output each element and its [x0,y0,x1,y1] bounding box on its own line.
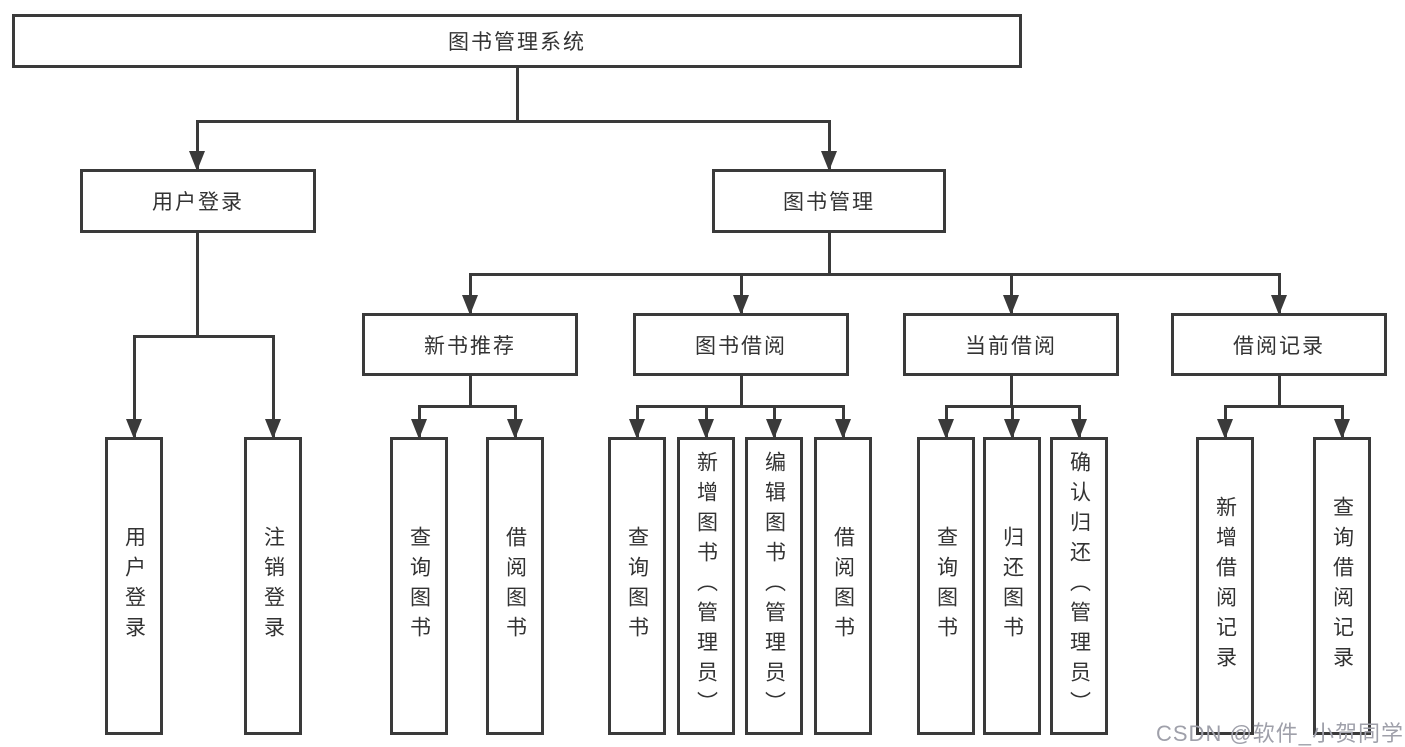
node-book-management: 图书管理 [712,169,946,233]
leaf-logout: 注销登录 [244,437,302,735]
node-current-borrowing-label: 当前借阅 [965,334,1057,358]
arrowhead-down-icon [766,419,782,439]
arrowhead-down-icon [733,295,749,315]
connector-drop-leaf-user-login [133,335,136,437]
connector-g4-branch [1224,405,1344,408]
leaf-query-borrow-record-label: 查询借阅记录 [1330,496,1354,676]
arrowhead-down-icon [821,151,837,171]
node-new-book-recommendation-label: 新书推荐 [424,334,516,358]
node-root: 图书管理系统 [12,14,1022,68]
leaf-query-borrow-record: 查询借阅记录 [1313,437,1371,735]
connector-drop-book-borrowing [740,273,743,313]
connector-root-branch [196,120,831,123]
node-book-borrowing-label: 图书借阅 [695,334,787,358]
connector-g4-stem [1278,376,1281,406]
arrowhead-down-icon [1071,419,1087,439]
arrowhead-down-icon [126,419,142,439]
connector-root-stem [516,68,519,121]
node-current-borrowing: 当前借阅 [903,313,1119,376]
leaf-edit-book-admin: 编辑图书（管理员） [745,437,803,735]
arrowhead-down-icon [1334,419,1350,439]
connector-user-login-stem [196,233,199,336]
connector-g1-stem [469,376,472,406]
connector-drop-new-book-recommendation [469,273,472,313]
connector-drop-borrowing-records [1278,273,1281,313]
leaf-user-login-label: 用户登录 [122,526,146,646]
arrowhead-down-icon [1004,419,1020,439]
node-root-label: 图书管理系统 [448,31,586,54]
arrowhead-down-icon [411,419,427,439]
leaf-return-books: 归还图书 [983,437,1041,735]
connector-g3-stem [1010,376,1013,406]
node-borrowing-records-label: 借阅记录 [1233,334,1325,358]
arrowhead-down-icon [1217,419,1233,439]
arrowhead-down-icon [629,419,645,439]
leaf-edit-book-admin-label: 编辑图书（管理员） [762,451,786,721]
arrowhead-down-icon [1271,295,1287,315]
connector-drop-book-management [828,120,831,169]
watermark: CSDN @软件_小贺同学 [1156,721,1405,746]
leaf-borrow-query-books: 查询图书 [608,437,666,735]
node-new-book-recommendation: 新书推荐 [362,313,578,376]
leaf-return-books-label: 归还图书 [1000,526,1024,646]
arrowhead-down-icon [265,419,281,439]
leaf-user-login: 用户登录 [105,437,163,735]
node-user-login-label: 用户登录 [152,191,244,214]
leaf-add-book-admin-label: 新增图书（管理员） [694,451,718,721]
arrowhead-down-icon [1003,295,1019,315]
leaf-current-query-books-label: 查询图书 [934,526,958,646]
connector-drop-user-login [196,120,199,169]
leaf-add-borrow-record-label: 新增借阅记录 [1213,496,1237,676]
leaf-borrow-borrow-books: 借阅图书 [814,437,872,735]
arrowhead-down-icon [835,419,851,439]
connector-g2-branch [636,405,845,408]
connector-g1-branch [418,405,517,408]
leaf-borrow-query-books-label: 查询图书 [625,526,649,646]
node-user-login: 用户登录 [80,169,316,233]
arrowhead-down-icon [189,151,205,171]
connector-g2-stem [740,376,743,406]
leaf-recommend-query-books-label: 查询图书 [407,526,431,646]
leaf-recommend-borrow-books: 借阅图书 [486,437,544,735]
leaf-confirm-return-admin-label: 确认归还（管理员） [1067,451,1091,721]
leaf-confirm-return-admin: 确认归还（管理员） [1050,437,1108,735]
leaf-recommend-borrow-books-label: 借阅图书 [503,526,527,646]
leaf-add-book-admin: 新增图书（管理员） [677,437,735,735]
arrowhead-down-icon [698,419,714,439]
node-book-management-label: 图书管理 [783,191,875,214]
leaf-add-borrow-record: 新增借阅记录 [1196,437,1254,735]
arrowhead-down-icon [507,419,523,439]
arrowhead-down-icon [938,419,954,439]
node-book-borrowing: 图书借阅 [633,313,849,376]
leaf-current-query-books: 查询图书 [917,437,975,735]
arrowhead-down-icon [462,295,478,315]
connector-level3-branch [469,273,1281,276]
connector-book-management-stem [828,233,831,275]
node-borrowing-records: 借阅记录 [1171,313,1387,376]
connector-drop-current-borrowing [1010,273,1013,313]
leaf-recommend-query-books: 查询图书 [390,437,448,735]
leaf-borrow-borrow-books-label: 借阅图书 [831,526,855,646]
leaf-logout-label: 注销登录 [261,526,285,646]
connector-user-login-branch [133,335,275,338]
connector-drop-leaf-logout [272,335,275,437]
